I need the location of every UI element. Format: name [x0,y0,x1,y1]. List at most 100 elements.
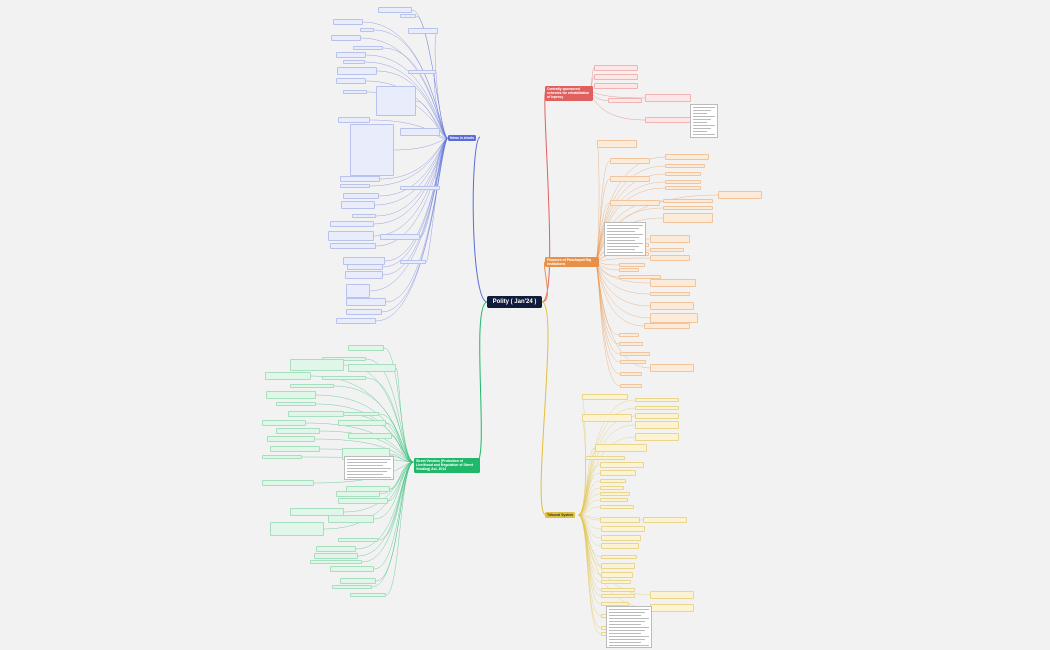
topic-node[interactable] [378,7,412,13]
topic-node[interactable] [380,234,420,240]
topic-node[interactable] [601,543,639,549]
topic-node[interactable] [635,398,679,402]
topic-node[interactable] [400,14,416,18]
topic-node[interactable] [620,360,646,364]
topic-node[interactable] [400,128,440,136]
topic-node[interactable] [663,213,713,223]
topic-node[interactable] [650,591,694,599]
topic-node[interactable] [635,433,679,441]
topic-node[interactable] [336,52,366,58]
branch-tribunal-system[interactable]: Tribunal System [545,512,576,519]
topic-node[interactable] [601,602,629,606]
topic-node[interactable] [316,546,356,552]
topic-node[interactable] [600,498,628,502]
topic-node[interactable] [290,508,344,516]
topic-node[interactable] [340,176,380,182]
topic-node[interactable] [600,470,636,476]
topic-node[interactable] [601,555,637,559]
topic-node[interactable] [376,86,416,116]
topic-node[interactable] [348,345,384,351]
topic-node[interactable] [336,491,380,497]
topic-node[interactable] [330,243,376,249]
topic-node[interactable] [322,376,366,380]
topic-node[interactable] [328,515,374,523]
topic-node[interactable] [343,193,379,199]
topic-node[interactable] [665,164,705,168]
topic-node[interactable] [595,444,647,452]
topic-node[interactable] [665,154,709,160]
topic-node[interactable] [610,158,650,164]
root-topic[interactable]: Polity ( Jan'24 ) [487,296,542,308]
topic-node[interactable] [619,263,645,267]
topic-node[interactable] [346,284,370,298]
topic-node[interactable] [262,455,302,459]
topic-node[interactable] [343,412,379,416]
topic-node[interactable] [601,535,641,541]
topic-node[interactable] [601,594,635,598]
topic-node[interactable] [262,420,306,426]
topic-node[interactable] [336,78,366,84]
topic-node[interactable] [601,572,633,578]
topic-node[interactable] [665,186,701,190]
topic-node[interactable] [290,359,344,371]
topic-node[interactable] [331,35,361,41]
topic-node[interactable] [645,94,691,102]
topic-node[interactable] [338,498,388,504]
topic-node[interactable] [336,318,376,324]
topic-node[interactable] [610,176,650,182]
branch-centrally-sponsored-scheme[interactable]: Centrally sponsored schemes for rehabili… [545,86,593,101]
topic-node[interactable] [650,235,690,243]
topic-node[interactable] [619,342,643,346]
topic-node[interactable] [663,206,713,210]
topic-node[interactable] [330,566,374,572]
topic-node[interactable] [608,98,642,103]
topic-node[interactable] [597,140,637,148]
topic-node[interactable] [332,585,372,589]
topic-node[interactable] [338,420,386,426]
topic-node[interactable] [350,593,386,597]
topic-node[interactable] [340,578,376,584]
topic-node[interactable] [610,200,660,206]
topic-node[interactable] [600,517,640,523]
topic-node[interactable] [665,172,701,176]
topic-node[interactable] [345,271,383,279]
topic-node[interactable] [265,372,311,380]
topic-node[interactable] [620,384,642,388]
topic-node[interactable] [644,323,690,329]
topic-node[interactable] [310,560,362,564]
topic-node[interactable] [650,364,694,372]
topic-node[interactable] [267,436,315,442]
topic-node[interactable] [338,538,378,542]
topic-node[interactable] [341,201,375,209]
topic-node[interactable] [582,414,632,422]
topic-node[interactable] [601,563,635,569]
topic-node[interactable] [585,456,625,460]
topic-node[interactable] [290,384,334,388]
topic-node[interactable] [330,221,374,227]
topic-node[interactable] [266,391,316,399]
topic-node[interactable] [663,199,713,203]
topic-node[interactable] [650,292,690,296]
topic-node[interactable] [343,60,365,64]
topic-node[interactable] [594,65,638,71]
topic-node[interactable] [635,421,679,429]
topic-node[interactable] [340,184,370,188]
topic-node[interactable] [600,479,626,483]
topic-node[interactable] [400,260,426,264]
topic-node[interactable] [600,492,630,496]
topic-node[interactable] [600,486,624,490]
topic-node[interactable] [582,394,628,400]
topic-node[interactable] [348,364,396,372]
topic-node[interactable] [620,372,642,376]
topic-node[interactable] [408,70,436,74]
topic-node[interactable] [408,28,438,34]
topic-node[interactable] [643,517,687,523]
topic-node[interactable] [650,604,694,612]
topic-node[interactable] [346,298,386,306]
topic-node[interactable] [620,352,650,356]
topic-node[interactable] [270,522,324,536]
topic-node[interactable] [601,588,635,592]
topic-node[interactable] [348,433,392,439]
topic-node[interactable] [601,580,631,584]
topic-node[interactable] [338,117,370,123]
